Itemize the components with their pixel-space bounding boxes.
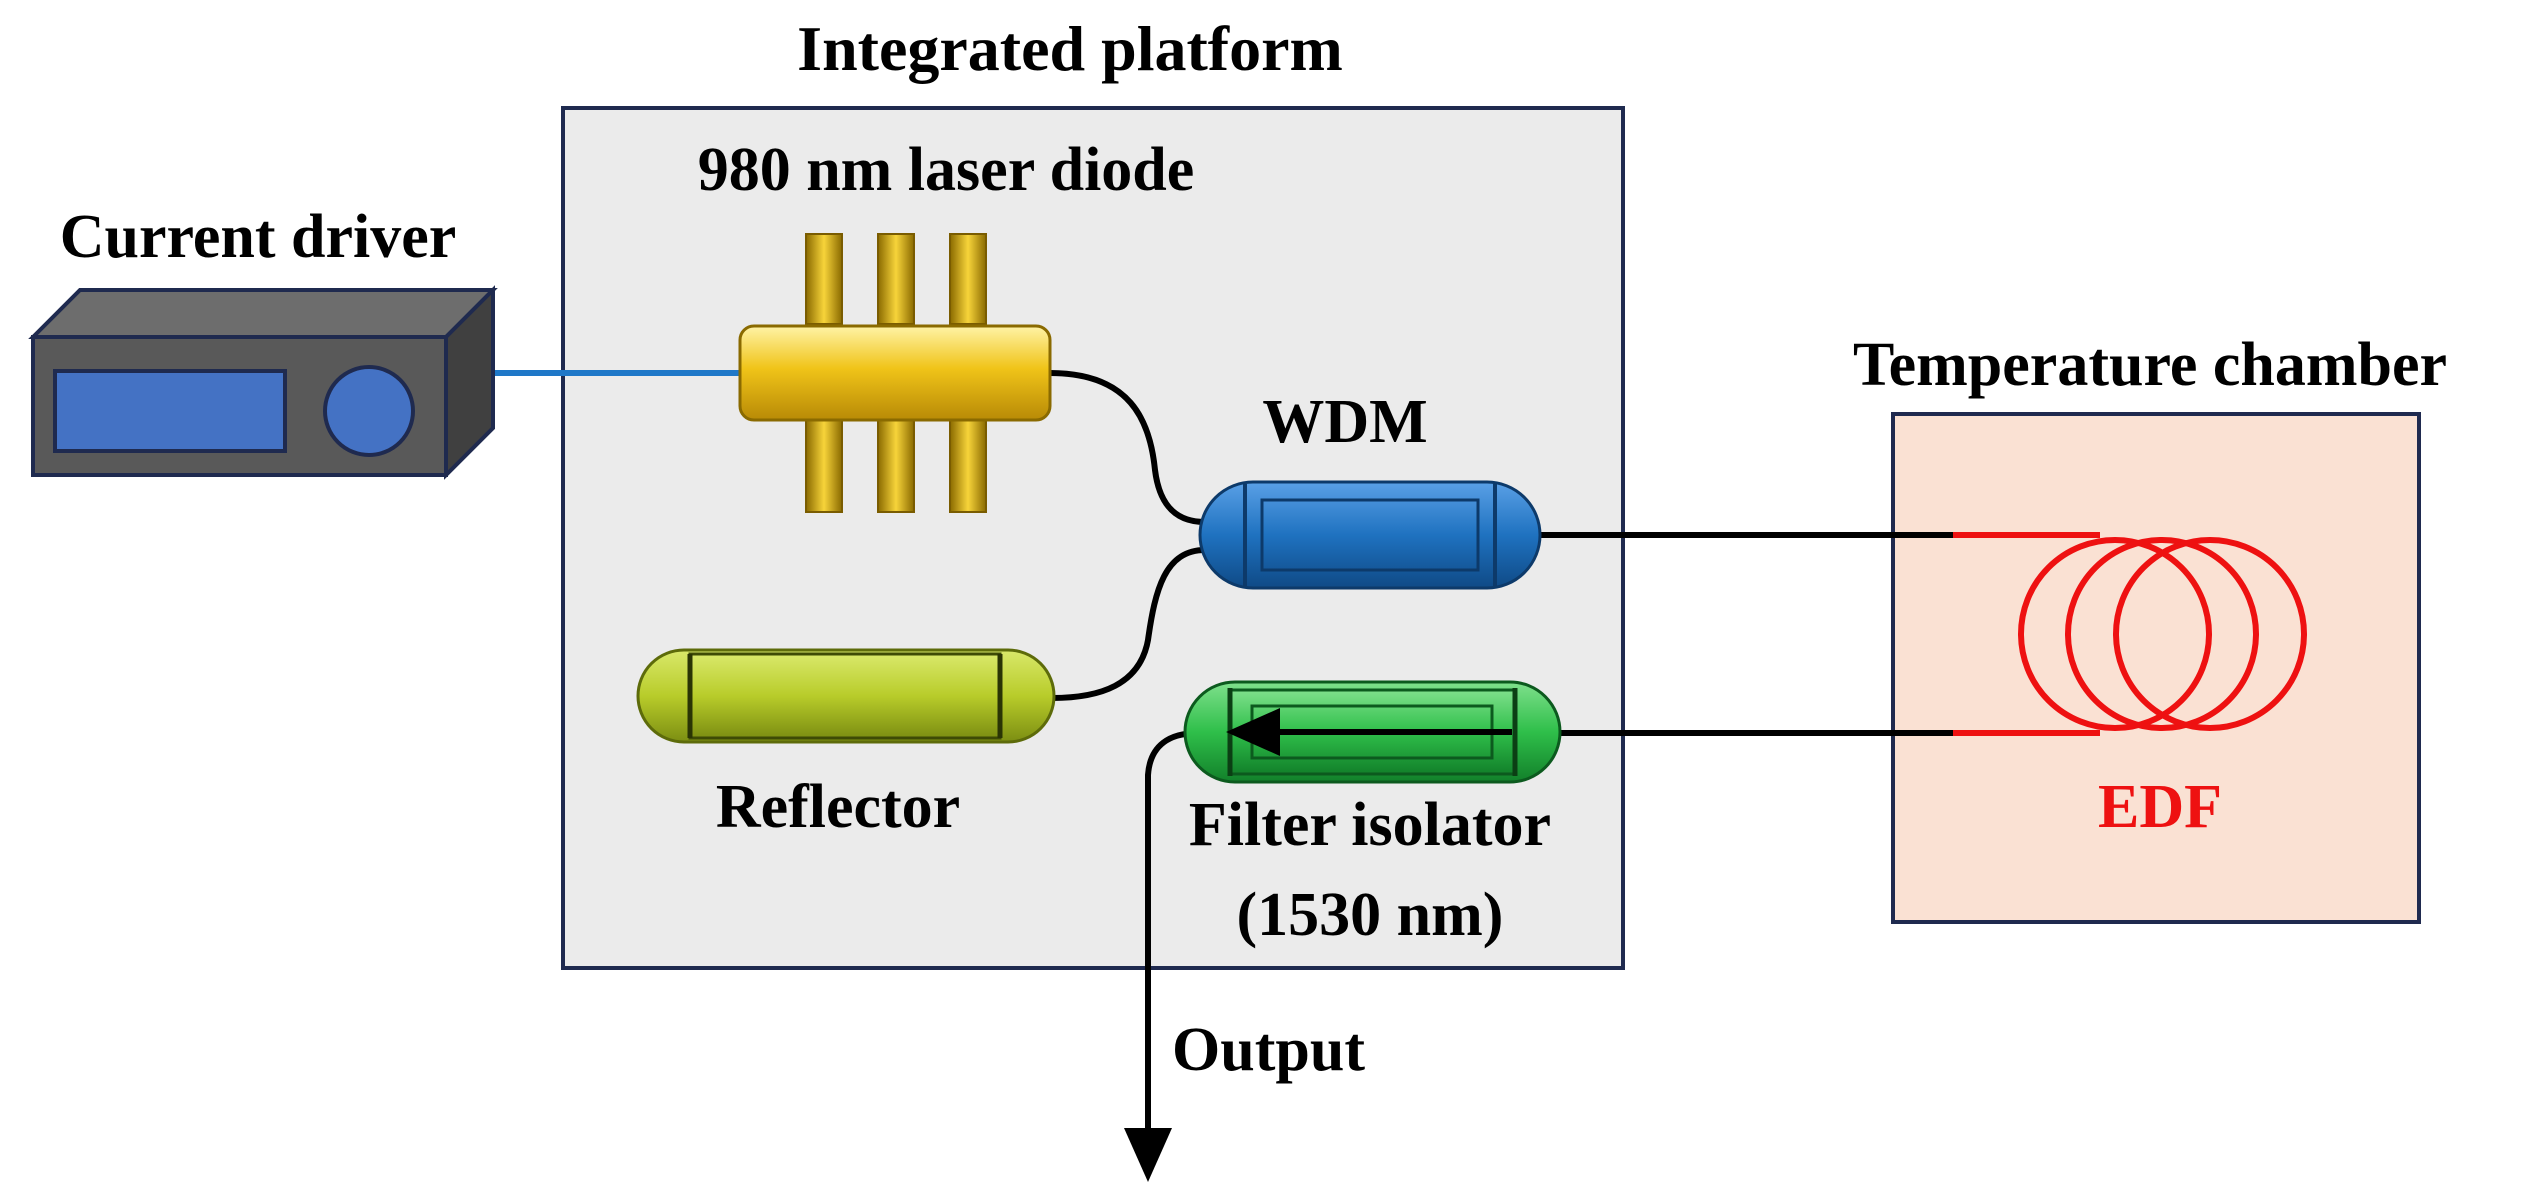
laser-diode-label: 980 nm laser diode <box>698 136 1195 204</box>
wdm-label: WDM <box>1262 388 1427 456</box>
laser-diode-component <box>738 233 1052 513</box>
edf-coil-loop <box>2065 537 2259 731</box>
current-driver-label: Current driver <box>60 203 457 271</box>
edf-coil-loop <box>2113 537 2307 731</box>
filter-isolator-wavelength-label: (1530 nm) <box>1237 881 1504 949</box>
reflector-label: Reflector <box>716 773 960 841</box>
filter-isolator-component <box>1183 680 1562 784</box>
driver-knob <box>323 365 415 457</box>
laser-diode-pins <box>805 233 987 513</box>
output-label: Output <box>1172 1016 1365 1084</box>
edf-coil-loop <box>2018 537 2212 731</box>
wdm-component <box>1198 480 1542 590</box>
temperature-chamber-box <box>1891 412 2421 924</box>
filter-isolator-label: Filter isolator <box>1189 791 1551 859</box>
platform-title: Integrated platform <box>797 13 1343 84</box>
laser-to-wdm-fiber <box>1049 370 1206 525</box>
reflector-to-wdm-fiber <box>1051 547 1206 701</box>
edf-label: EDF <box>2098 773 2222 841</box>
laser-diode-body <box>738 324 1052 422</box>
fiber-connections <box>493 370 1953 1182</box>
reflector-component <box>636 648 1056 744</box>
temperature-chamber-label: Temperature chamber <box>1853 331 2447 399</box>
current-driver-device <box>28 285 498 480</box>
driver-display-screen <box>53 369 287 453</box>
edf-coil <box>1953 532 2307 736</box>
